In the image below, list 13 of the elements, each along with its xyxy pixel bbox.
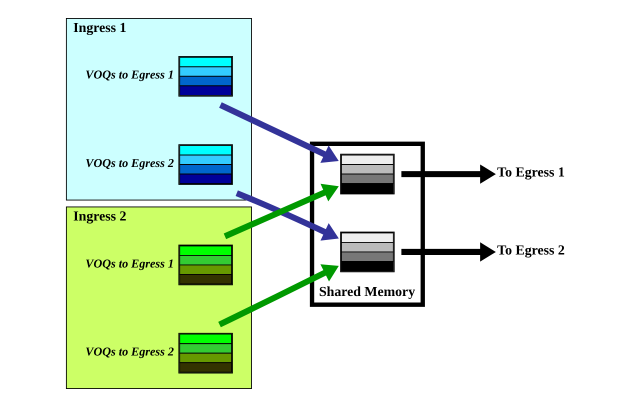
node-label: VOQs to Egress 1 <box>85 68 174 82</box>
arrow <box>218 264 339 328</box>
arrow <box>401 164 496 184</box>
arrow <box>236 190 339 241</box>
node-label: VOQs to Egress 2 <box>85 344 174 358</box>
arrow <box>224 184 339 240</box>
node-label: VOQs to Egress 1 <box>85 256 174 270</box>
node-text: To Egress 1 <box>497 164 565 180</box>
node-label: VOQs to Egress 2 <box>85 156 174 170</box>
arrow <box>401 242 496 262</box>
cluster: Shared Memory <box>310 142 425 307</box>
node-text: To Egress 2 <box>497 242 565 258</box>
arrow <box>219 102 339 163</box>
